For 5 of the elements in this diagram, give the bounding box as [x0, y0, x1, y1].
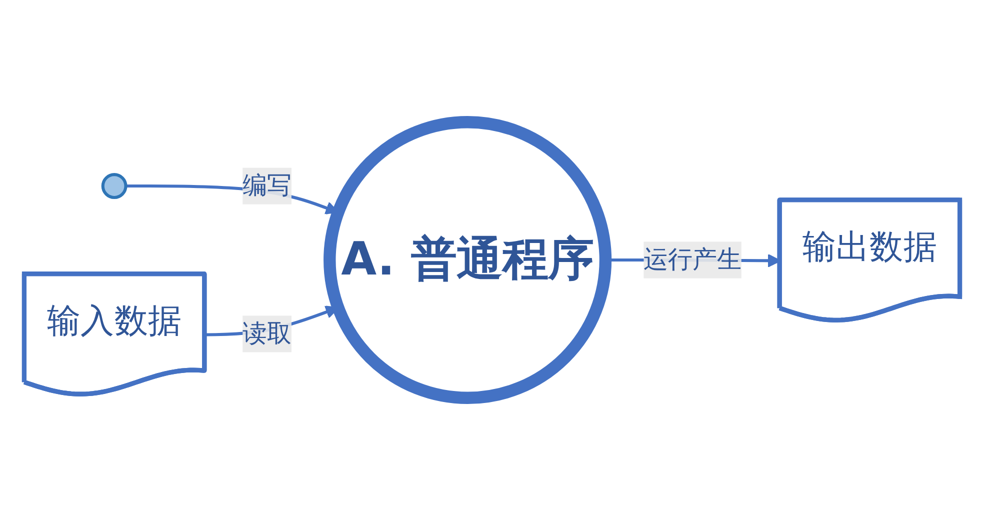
edge-label: 编写	[242, 170, 292, 200]
node-person	[101, 172, 128, 199]
edge-label: 读取	[242, 318, 292, 348]
node-circle: A. 普通程序	[324, 115, 612, 404]
edge-label: 运行产生	[644, 244, 742, 274]
